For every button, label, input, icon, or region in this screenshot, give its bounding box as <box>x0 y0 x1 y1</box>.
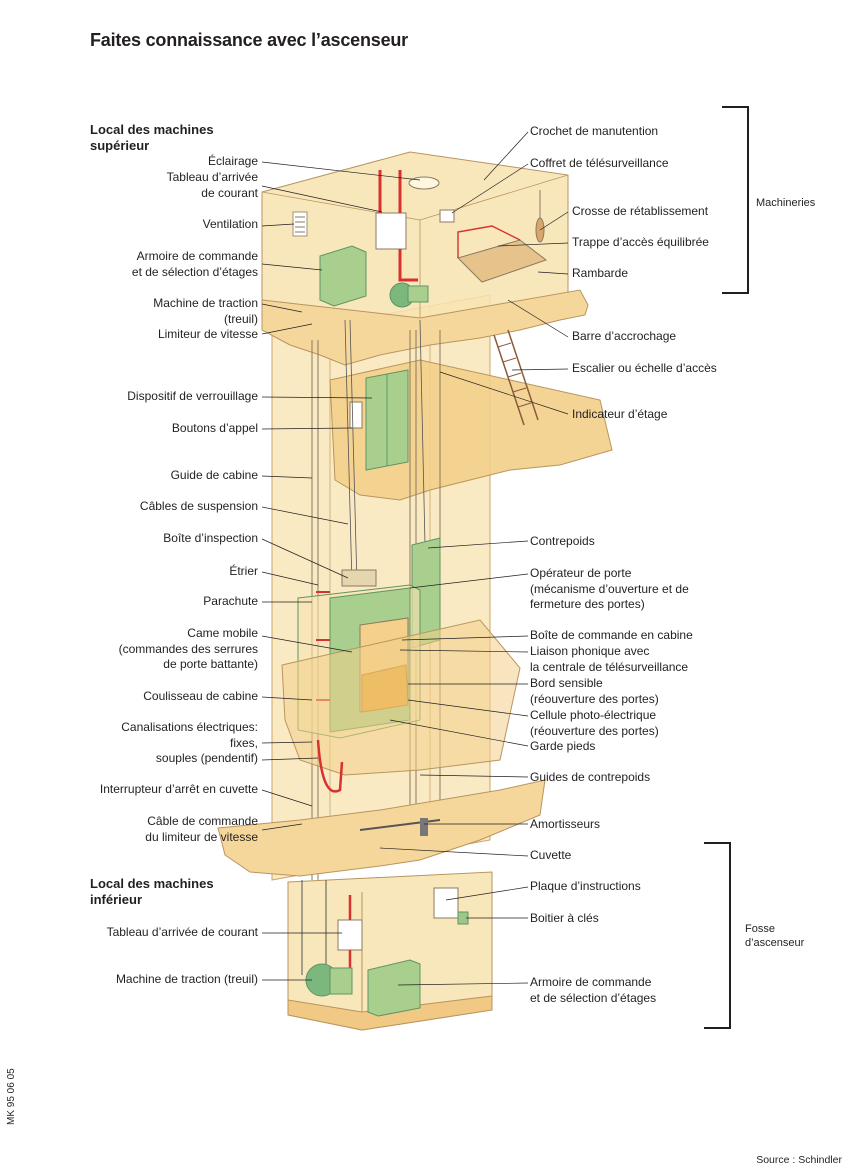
label-boitier-cles: Boitier à clés <box>530 911 599 925</box>
label-coffret-telesurveillance: Coffret de télésurveillance <box>530 156 669 170</box>
label-cable-commande: Câble de commande du limiteur de vitesse <box>145 814 258 844</box>
label-coulisseau: Coulisseau de cabine <box>143 689 258 703</box>
group-machineries: Machineries <box>756 197 816 209</box>
label-indicateur-etage: Indicateur d’étage <box>572 407 668 421</box>
upper-machine-room <box>261 151 569 321</box>
label-bord-sensible: Bord sensible (réouverture des portes) <box>530 676 659 706</box>
label-verrouillage: Dispositif de verrouillage <box>127 389 258 403</box>
label-limiteur-vitesse: Limiteur de vitesse <box>157 327 258 341</box>
leader-lines-left <box>261 161 421 981</box>
label-machine-traction-haut: Machine de traction (treuil) <box>153 296 258 326</box>
label-tableau-arrivee-bas: Tableau d’arrivée de courant <box>106 925 258 939</box>
label-garde-pieds: Garde pieds <box>530 739 596 753</box>
label-crosse: Crosse de rétablissement <box>572 204 709 218</box>
label-contrepoids: Contrepoids <box>530 534 595 548</box>
label-guides-contrepoids: Guides de contrepoids <box>530 770 651 784</box>
label-ventilation: Ventilation <box>202 217 258 231</box>
label-came-mobile: Came mobile (commandes des serrures de p… <box>118 626 258 671</box>
document-code: MK 95 06 05 <box>6 1068 17 1125</box>
label-trappe: Trappe d’accès équilibrée <box>572 235 709 249</box>
source-credit: Source : Schindler <box>756 1154 842 1166</box>
label-interrupteur-arret: Interrupteur d’arrêt en cuvette <box>99 782 258 796</box>
label-barre-accrochage: Barre d’accrochage <box>572 329 677 343</box>
lower-machine-room <box>287 871 493 1031</box>
label-armoire-bas: Armoire de commande et de sélection d’ét… <box>530 975 657 1005</box>
label-boite-commande-cabine: Boîte de commande en cabine <box>530 628 693 642</box>
label-parachute: Parachute <box>203 594 258 608</box>
label-etrier: Étrier <box>229 564 258 578</box>
label-crochet: Crochet de manutention <box>530 124 659 138</box>
landing <box>329 329 613 501</box>
group-fosse: Fosse d’ascenseur <box>745 923 805 949</box>
section-lower-heading: Local des machines inférieur <box>90 876 214 907</box>
label-boite-inspection: Boîte d’inspection <box>163 531 258 545</box>
label-cables-suspension: Câbles de suspension <box>139 499 258 513</box>
label-boutons-appel: Boutons d’appel <box>171 421 258 435</box>
label-rambarde: Rambarde <box>572 266 629 280</box>
label-machine-traction-bas: Machine de traction (treuil) <box>115 972 258 986</box>
label-armoire-haut: Armoire de commande et de sélection d’ét… <box>131 249 258 279</box>
page-title: Faites connaissance avec l’ascenseur <box>90 30 408 50</box>
label-canalisations: Canalisations électriques: fixes, souple… <box>121 720 258 765</box>
label-eclairage: Éclairage <box>207 154 258 168</box>
upper-slab <box>261 289 589 366</box>
section-upper-heading: Local des machines supérieur <box>90 122 214 153</box>
label-cuvette: Cuvette <box>530 848 572 862</box>
label-cellule-photo: Cellule photo-électrique (réouverture de… <box>530 708 659 738</box>
label-plaque-instructions: Plaque d’instructions <box>530 879 641 893</box>
label-amortisseurs: Amortisseurs <box>530 817 601 831</box>
label-operateur-porte: Opérateur de porte (mécanisme d’ouvertur… <box>530 566 689 611</box>
label-liaison-phonique: Liaison phonique avec la centrale de tél… <box>530 644 689 674</box>
suspension-cables <box>344 319 426 586</box>
lower-landing <box>281 619 521 776</box>
bracket-fosse <box>704 842 731 1029</box>
bracket-machineries <box>722 106 749 294</box>
label-escalier: Escalier ou échelle d’accès <box>572 361 717 375</box>
leader-lines-right <box>379 131 569 986</box>
label-tableau-arrivee-haut: Tableau d’arrivée de courant <box>166 170 258 200</box>
label-guide-cabine: Guide de cabine <box>170 468 258 482</box>
